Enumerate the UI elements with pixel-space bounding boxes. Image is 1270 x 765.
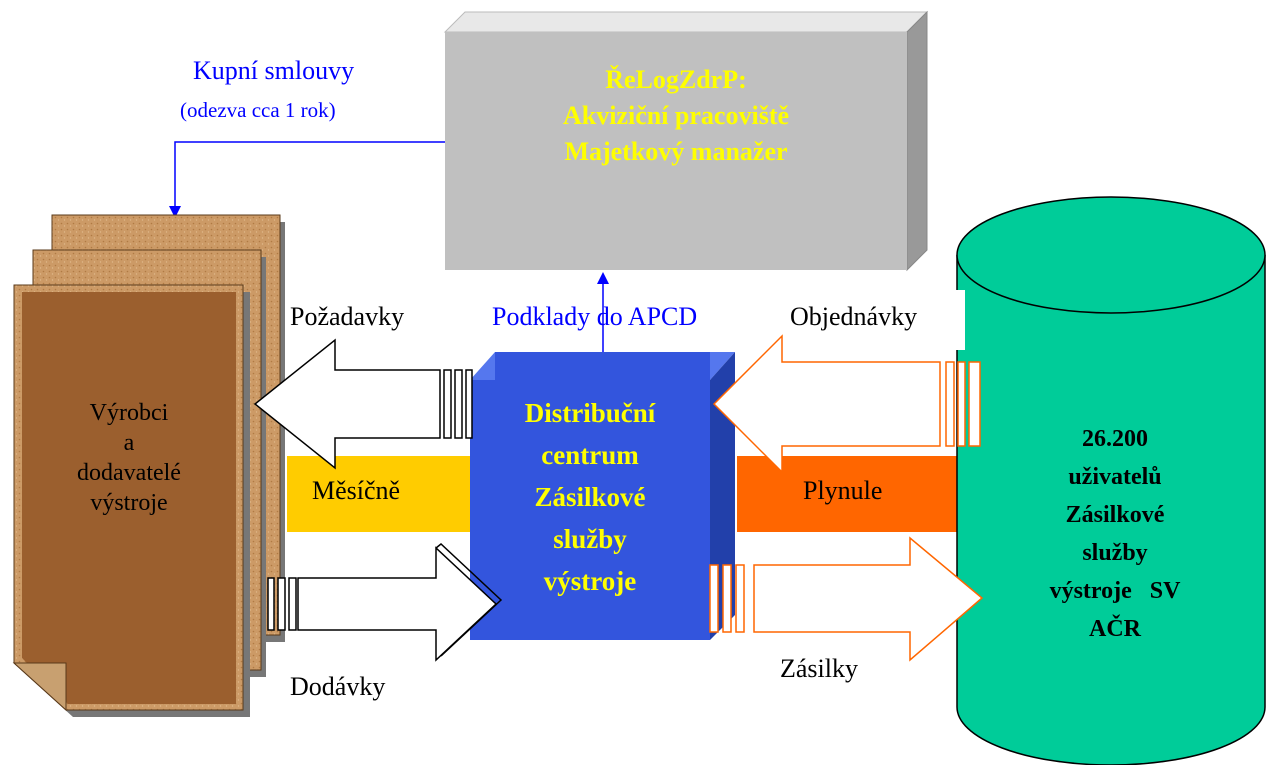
relog-title: ŘeLogZdrP: (605, 65, 747, 94)
relog-box (443, 10, 929, 272)
deliveries-label: Dodávky (290, 672, 386, 701)
orders-arrow (712, 334, 981, 474)
purchase-response-label: (odezva cca 1 rok) (180, 98, 336, 122)
apcd-connector (597, 272, 609, 352)
relog-acquisition: Akviziční pracoviště (562, 101, 790, 130)
producers-line3: dodavatelé (77, 460, 181, 486)
continuous-label: Plynule (803, 476, 883, 505)
users-line3: Zásilkové (1065, 502, 1165, 528)
monthly-band (287, 456, 470, 532)
users-count: 26.200 (1082, 426, 1148, 452)
producers-line1: Výrobci (89, 400, 169, 426)
apcd-label: Podklady do APCD (492, 302, 698, 331)
users-text: 26.200 uživatelů Zásilkové služby výstro… (1010, 420, 1220, 648)
distribution-line1: Distribuční (524, 398, 656, 428)
shipments-label: Zásilky (780, 654, 858, 683)
users-line4: služby (1082, 540, 1148, 566)
distribution-line5: výstroje (543, 566, 637, 596)
producers-text: Výrobci a dodavatelé výstroje (22, 398, 236, 518)
monthly-label: Měsíčně (312, 476, 401, 505)
orders-label: Objednávky (790, 302, 918, 331)
deliveries-arrow (267, 543, 503, 662)
producers-line4: výstroje (90, 490, 168, 516)
producers-documents (12, 214, 285, 717)
users-line5: výstroje SV (1049, 578, 1181, 604)
distribution-line3: Zásilkové (534, 482, 646, 512)
requests-label: Požadavky (290, 302, 405, 331)
users-line6: AČR (1089, 616, 1141, 642)
users-line2: uživatelů (1068, 464, 1162, 490)
relog-box-text: ŘeLogZdrP: Akviziční pracoviště Majetkov… (445, 62, 907, 170)
distribution-line4: služby (553, 524, 627, 554)
distribution-text: Distribuční centrum Zásilkové služby výs… (470, 392, 710, 602)
continuous-band (737, 456, 957, 532)
producers-line2: a (123, 430, 135, 456)
orders-label-bg (778, 290, 965, 350)
distribution-line2: centrum (541, 440, 639, 470)
purchase-connector (169, 141, 445, 218)
distribution-box (470, 352, 735, 640)
requests-arrow (253, 338, 473, 470)
relog-manager: Majetkový manažer (564, 137, 788, 166)
purchase-contracts-label: Kupní smlouvy (193, 56, 355, 85)
users-cylinder (956, 196, 1266, 765)
shipments-arrow (709, 536, 984, 662)
